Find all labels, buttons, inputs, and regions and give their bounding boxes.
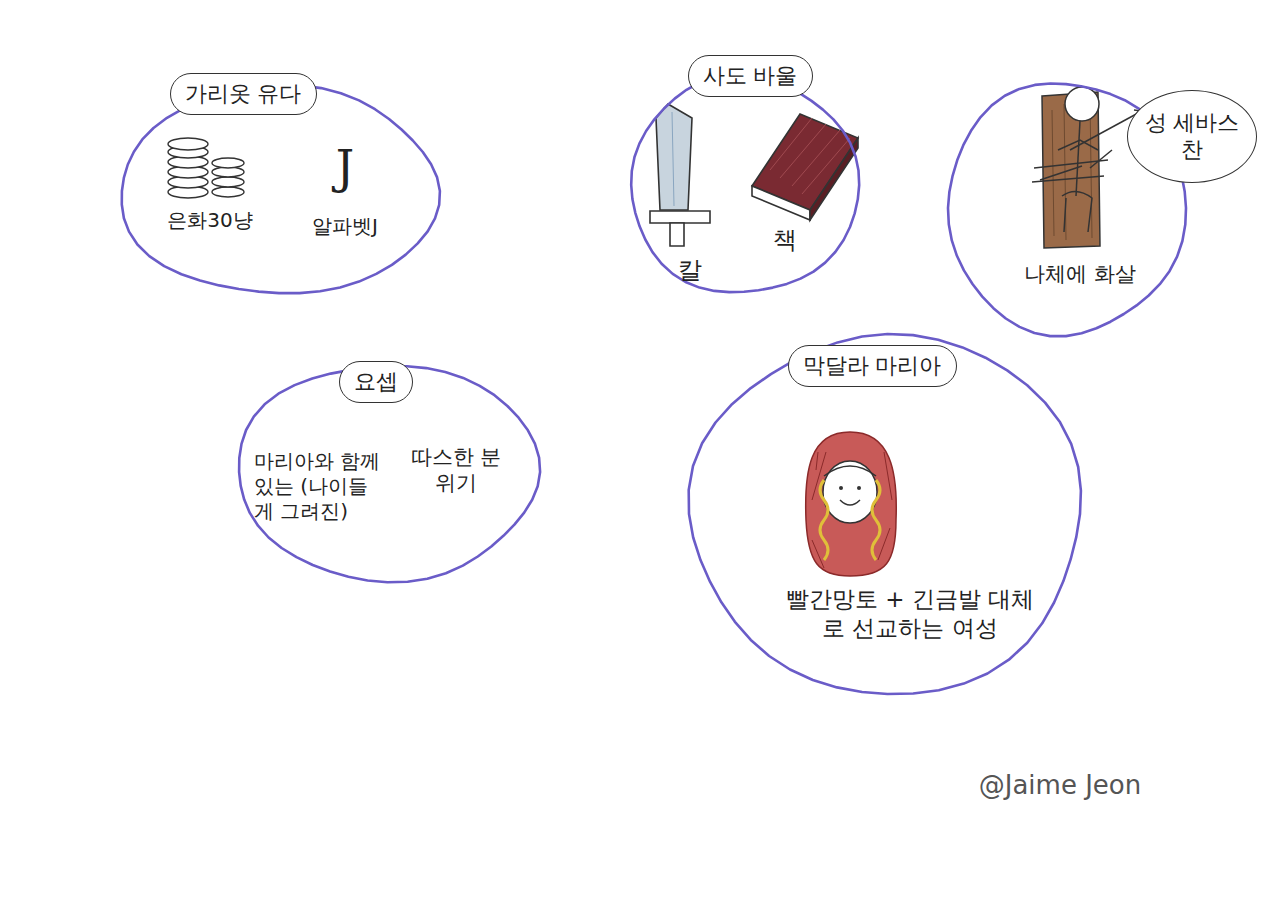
theme-circle: 가리옷 유다은화30냥J알파벳J: [118, 85, 440, 297]
coin-stack: [168, 138, 244, 198]
heading-bubble: 요셉: [339, 361, 413, 403]
item-text: 마리아와 함께있는 (나이들게 그려진): [254, 449, 382, 524]
woman-figure: [806, 432, 897, 576]
heading-bubble: 사도 바울: [688, 55, 813, 97]
item-text: J: [336, 139, 354, 197]
item-text: 나체에 화살: [1024, 261, 1136, 287]
martyr-figure: [1032, 87, 1142, 248]
theme-circle: 성 세바스찬나체에 화살: [945, 80, 1187, 336]
theme-circle: 막달라 마리아빨간망토 + 긴금발 대체로 선교하는 여성: [690, 332, 1085, 696]
theme-circle: 사도 바울칼책: [628, 74, 860, 296]
item-text: 칼: [678, 255, 702, 285]
circle-outline: [628, 74, 860, 296]
item-text: 따스한 분위기: [410, 444, 502, 497]
circle-outline: [118, 85, 440, 297]
theme-circle: 요셉마리아와 함께있는 (나이들게 그려진) 따스한 분위기: [235, 362, 540, 582]
item-text: 빨간망토 + 긴금발 대체로 선교하는 여성: [780, 585, 1040, 643]
heading-bubble: 성 세바스찬: [1127, 90, 1257, 183]
watermark: @Jaime Jeon: [979, 769, 1141, 802]
item-text: 책: [773, 225, 797, 255]
item-text: 알파벳J: [312, 214, 378, 239]
heading-bubble: 막달라 마리아: [788, 345, 957, 387]
heading-bubble: 가리옷 유다: [170, 73, 317, 115]
sword-drawing: [650, 104, 710, 246]
item-text: 은화30냥: [167, 208, 252, 233]
